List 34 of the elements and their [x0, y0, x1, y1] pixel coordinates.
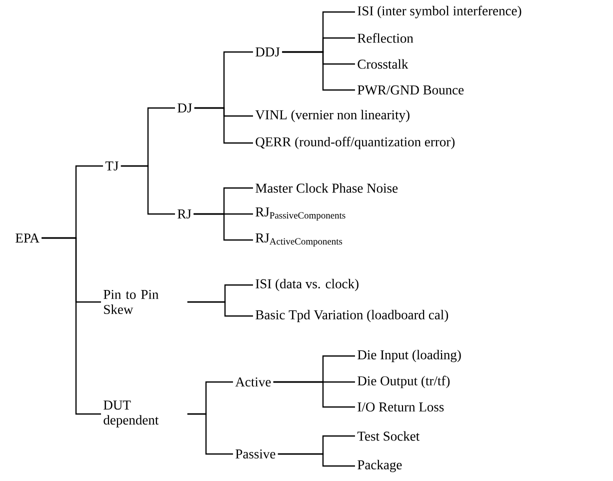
tree-connector — [282, 51, 355, 91]
tree-label: Die Input (loading) — [358, 350, 461, 362]
tree-label: ISI (data vs. clock) — [256, 278, 358, 292]
tree-label: Package — [358, 460, 402, 472]
tree-label: $\mathrm{RJ}_{\mathrm{PassiveComponents}}$ — [256, 207, 346, 220]
tree-connector — [194, 213, 253, 241]
tree-label: Active — [235, 377, 271, 387]
tree-connector — [120, 165, 175, 215]
tree-label: ISI (inter symbol interference) — [358, 6, 522, 18]
tree-label: $\mathrm{RJ}_{\mathrm{ActiveComponents}}$ — [256, 233, 342, 246]
tree-label: VINL (vernier non linearity) — [255, 110, 410, 122]
tree-label: DDJ — [256, 48, 280, 56]
tree-connector — [273, 381, 355, 408]
tree-label: RJ — [178, 210, 192, 218]
tree-connector — [187, 413, 233, 455]
tree-label: I/O Return Loss — [358, 402, 444, 412]
tree-label: Pin to Pin Skew — [104, 290, 158, 314]
tree-label: DJ — [178, 104, 192, 112]
tree-connector — [42, 237, 101, 415]
tree-label: Die Output (tr/tf) — [358, 376, 450, 388]
tree-label: Reflection — [358, 33, 414, 43]
tree-label: Crosstalk — [358, 59, 408, 69]
tree-label: PWR/GND Bounce — [358, 85, 464, 95]
tree-connector — [194, 107, 253, 144]
tree-label: EPA — [16, 234, 40, 242]
tree-label: DUT dependent — [104, 400, 159, 428]
tree-label: QERR (round-off/quantization error) — [256, 136, 455, 150]
tree-label: Master Clock Phase Noise — [256, 183, 398, 193]
tree-connector — [278, 453, 355, 467]
tree-label: Test Socket — [357, 431, 420, 441]
tree-label: Passive — [236, 449, 276, 459]
tree-connector — [187, 301, 253, 317]
tree-label: Basic Tpd Variation (loadboard cal) — [256, 310, 448, 322]
tree-label: TJ — [105, 162, 118, 170]
